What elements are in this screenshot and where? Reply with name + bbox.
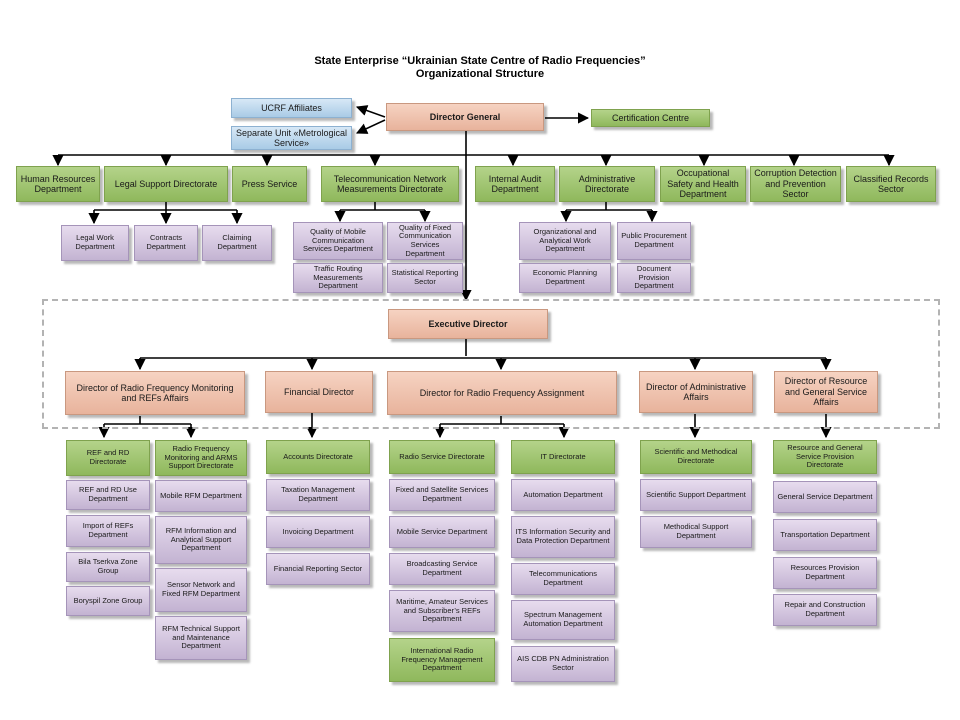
maritime-box[interactable]: Maritime, Amateur Services and Subscribe… [389, 590, 495, 632]
document-provision-box[interactable]: Document Provision Department [617, 263, 691, 293]
broadcasting-box[interactable]: Broadcasting Service Department [389, 553, 495, 585]
resource-general-directorate-box[interactable]: Resource and General Service Provision D… [773, 440, 877, 474]
line-dg-separate-unit [355, 119, 386, 134]
director-assignment-box[interactable]: Director for Radio Frequency Assignment [387, 371, 617, 415]
ref-rd-directorate-box[interactable]: REF and RD Directorate [66, 440, 150, 476]
telecommunications-box[interactable]: Telecommunications Department [511, 563, 615, 595]
it-directorate-box[interactable]: IT Directorate [511, 440, 615, 474]
methodical-support-box[interactable]: Methodical Support Department [640, 516, 752, 548]
contracts-box[interactable]: Contracts Department [134, 225, 198, 261]
general-service-box[interactable]: General Service Department [773, 481, 877, 513]
scientific-support-box[interactable]: Scientific Support Department [640, 479, 752, 511]
transportation-box[interactable]: Transportation Department [773, 519, 877, 551]
international-rf-box[interactable]: International Radio Frequency Management… [389, 638, 495, 682]
org-analytical-box[interactable]: Organizational and Analytical Work Depar… [519, 222, 611, 260]
resources-provision-box[interactable]: Resources Provision Department [773, 557, 877, 589]
repair-construction-box[interactable]: Repair and Construction Department [773, 594, 877, 626]
fixed-quality-box[interactable]: Quality of Fixed Communication Services … [387, 222, 463, 260]
director-resource-box[interactable]: Director of Resource and General Service… [774, 371, 878, 413]
statistical-reporting-box[interactable]: Statistical Reporting Sector [387, 263, 463, 293]
director-monitoring-box[interactable]: Director of Radio Frequency Monitoring a… [65, 371, 245, 415]
mobile-quality-box[interactable]: Quality of Mobile Communication Services… [293, 222, 383, 260]
internal-audit-box[interactable]: Internal Audit Department [475, 166, 555, 202]
financial-reporting-box[interactable]: Financial Reporting Sector [266, 553, 370, 585]
rfm-technical-box[interactable]: RFM Technical Support and Maintenance De… [155, 616, 247, 660]
spectrum-automation-box[interactable]: Spectrum Management Automation Departmen… [511, 600, 615, 640]
occupational-safety-box[interactable]: Occupational Safety and Health Departmen… [660, 166, 746, 202]
fixed-satellite-box[interactable]: Fixed and Satellite Services Department [389, 479, 495, 511]
claiming-box[interactable]: Claiming Department [202, 225, 272, 261]
executive-group-frame [42, 299, 940, 429]
import-refs-box[interactable]: Import of REFs Department [66, 515, 150, 547]
mobile-service-box[interactable]: Mobile Service Department [389, 516, 495, 548]
classified-records-box[interactable]: Classified Records Sector [846, 166, 936, 202]
administrative-directorate-box[interactable]: Administrative Directorate [559, 166, 655, 202]
chart-subtitle: Organizational Structure [415, 68, 545, 80]
economic-planning-box[interactable]: Economic Planning Department [519, 263, 611, 293]
legal-work-box[interactable]: Legal Work Department [61, 225, 129, 261]
boryspil-box[interactable]: Boryspil Zone Group [66, 586, 150, 616]
press-service-box[interactable]: Press Service [232, 166, 307, 202]
telecom-measurements-box[interactable]: Telecommunication Network Measurements D… [321, 166, 459, 202]
scientific-methodical-box[interactable]: Scientific and Methodical Directorate [640, 440, 752, 474]
separate-unit-box[interactable]: Separate Unit «Metrological Service» [231, 126, 352, 150]
executive-director-box[interactable]: Executive Director [388, 309, 548, 339]
mobile-rfm-box[interactable]: Mobile RFM Department [155, 480, 247, 512]
traffic-routing-box[interactable]: Traffic Routing Measurements Department [293, 263, 383, 293]
director-administrative-box[interactable]: Director of Administrative Affairs [639, 371, 753, 413]
ucrf-affiliates-box[interactable]: UCRF Affiliates [231, 98, 352, 118]
ais-cdb-box[interactable]: AIS CDB PN Administration Sector [511, 646, 615, 682]
its-security-box[interactable]: ITS Information Security and Data Protec… [511, 516, 615, 558]
radio-service-directorate-box[interactable]: Radio Service Directorate [389, 440, 495, 474]
legal-support-box[interactable]: Legal Support Directorate [104, 166, 228, 202]
rfm-information-box[interactable]: RFM Information and Analytical Support D… [155, 516, 247, 564]
sensor-network-box[interactable]: Sensor Network and Fixed RFM Department [155, 568, 247, 612]
taxation-box[interactable]: Taxation Management Department [266, 479, 370, 511]
bila-tserkva-box[interactable]: Bila Tserkva Zone Group [66, 552, 150, 582]
director-general-box[interactable]: Director General [386, 103, 544, 131]
financial-director-box[interactable]: Financial Director [265, 371, 373, 413]
automation-box[interactable]: Automation Department [511, 479, 615, 511]
public-procurement-box[interactable]: Public Procurement Department [617, 222, 691, 260]
certification-centre-box[interactable]: Certification Centre [591, 109, 710, 127]
line-dg-affiliates [355, 105, 386, 118]
accounts-directorate-box[interactable]: Accounts Directorate [266, 440, 370, 474]
chart-title: State Enterprise “Ukrainian State Centre… [314, 55, 646, 67]
hr-department-box[interactable]: Human Resources Department [16, 166, 100, 202]
corruption-prevention-box[interactable]: Corruption Detection and Prevention Sect… [750, 166, 841, 202]
rfm-arms-directorate-box[interactable]: Radio Frequency Monitoring and ARMS Supp… [155, 440, 247, 476]
invoicing-box[interactable]: Invoicing Department [266, 516, 370, 548]
ref-rd-use-box[interactable]: REF and RD Use Department [66, 480, 150, 510]
